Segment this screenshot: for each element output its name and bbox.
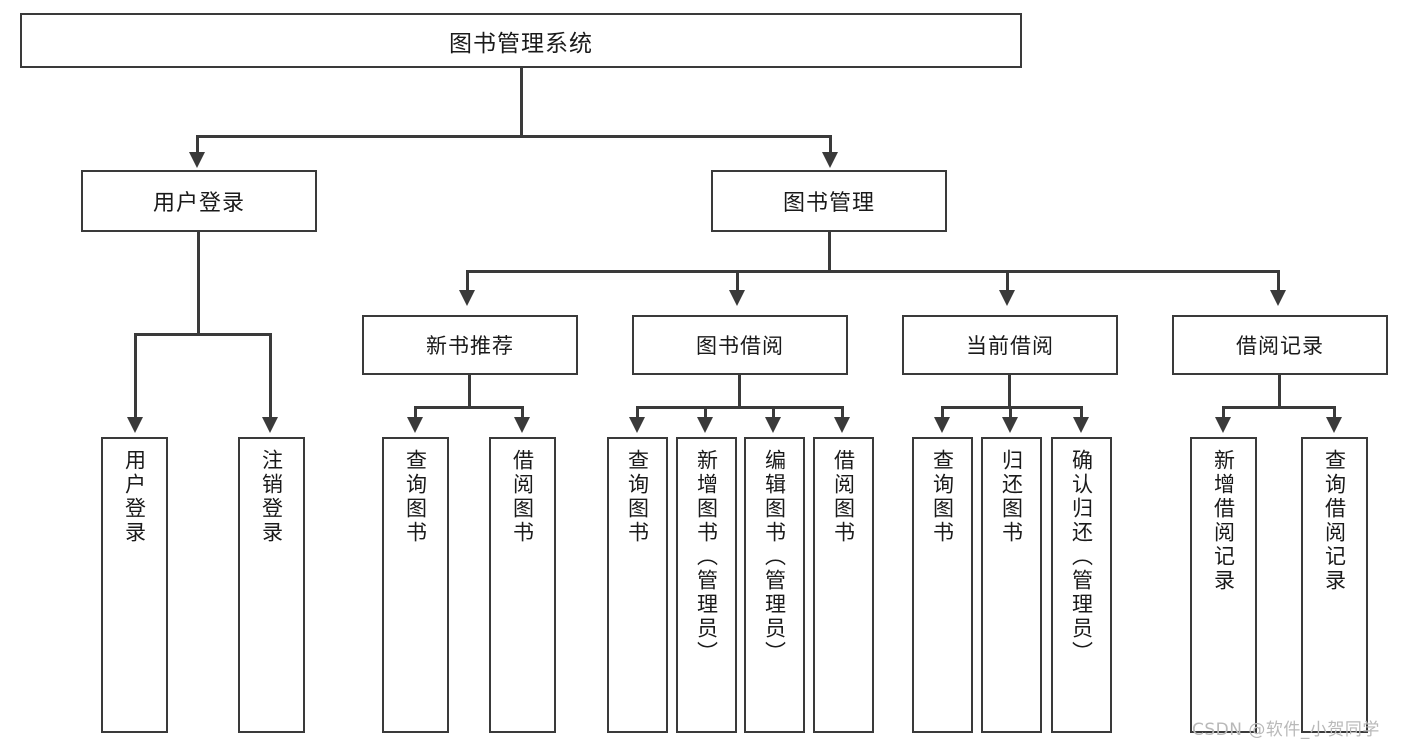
arrowhead-leaf-book-borrow-3 bbox=[765, 417, 781, 433]
leaf-book-borrow-1[interactable]: 查询图书 bbox=[607, 437, 668, 733]
arrowhead-book-borrow bbox=[729, 290, 745, 306]
leaf-book-borrow-4[interactable]: 借阅图书 bbox=[813, 437, 874, 733]
connector-current-borrow-drop-2 bbox=[1009, 406, 1012, 419]
arrowhead-leaf-current-borrow-2 bbox=[1002, 417, 1018, 433]
node-book-borrow-label: 图书借阅 bbox=[696, 334, 784, 358]
connector-borrow-record-drop-1 bbox=[1222, 406, 1225, 419]
connector-current-borrow-stem bbox=[1008, 375, 1011, 408]
leaf-new-book-2[interactable]: 借阅图书 bbox=[489, 437, 556, 733]
connector-user-login-drop-1 bbox=[134, 333, 137, 419]
arrowhead-user-login bbox=[189, 152, 205, 168]
leaf-current-borrow-2-label: 归还图书 bbox=[999, 449, 1024, 545]
leaf-book-borrow-2[interactable]: 新增图书（管理员） bbox=[676, 437, 737, 733]
leaf-new-book-2-label: 借阅图书 bbox=[510, 449, 535, 545]
connector-level2-bus bbox=[196, 135, 832, 138]
connector-to-current-borrow bbox=[1006, 270, 1009, 292]
leaf-current-borrow-3-label: 确认归还（管理员） bbox=[1069, 449, 1094, 665]
arrowhead-leaf-new-book-1 bbox=[407, 417, 423, 433]
arrowhead-leaf-borrow-record-2 bbox=[1326, 417, 1342, 433]
connector-book-borrow-bus bbox=[636, 406, 844, 409]
connector-level3-bus bbox=[466, 270, 1280, 273]
node-book-manage[interactable]: 图书管理 bbox=[711, 170, 947, 232]
connector-root-stem bbox=[520, 68, 523, 135]
node-book-borrow[interactable]: 图书借阅 bbox=[632, 315, 848, 375]
leaf-borrow-record-1[interactable]: 新增借阅记录 bbox=[1190, 437, 1257, 733]
node-user-login-label: 用户登录 bbox=[152, 191, 245, 216]
node-current-borrow-label: 当前借阅 bbox=[966, 334, 1054, 358]
arrowhead-leaf-book-borrow-1 bbox=[629, 417, 645, 433]
connector-new-book-drop-2 bbox=[521, 406, 524, 419]
node-user-login[interactable]: 用户登录 bbox=[81, 170, 317, 232]
leaf-new-book-1-label: 查询图书 bbox=[403, 449, 428, 545]
node-borrow-record[interactable]: 借阅记录 bbox=[1172, 315, 1388, 375]
node-book-manage-label: 图书管理 bbox=[782, 191, 875, 216]
node-borrow-record-label: 借阅记录 bbox=[1236, 334, 1324, 358]
leaf-book-borrow-3-label: 编辑图书（管理员） bbox=[762, 449, 787, 665]
node-new-book-recommend[interactable]: 新书推荐 bbox=[362, 315, 578, 375]
connector-to-borrow-record bbox=[1277, 270, 1280, 292]
leaf-user-login-1[interactable]: 用户登录 bbox=[101, 437, 168, 733]
leaf-book-borrow-2-label: 新增图书（管理员） bbox=[694, 449, 719, 665]
leaf-book-borrow-1-label: 查询图书 bbox=[625, 449, 650, 545]
connector-new-book-drop-1 bbox=[414, 406, 417, 419]
arrowhead-leaf-current-borrow-3 bbox=[1073, 417, 1089, 433]
connector-current-borrow-bus bbox=[941, 406, 1083, 409]
node-current-borrow[interactable]: 当前借阅 bbox=[902, 315, 1118, 375]
leaf-new-book-1[interactable]: 查询图书 bbox=[382, 437, 449, 733]
connector-to-book-manage bbox=[829, 135, 832, 154]
node-new-book-recommend-label: 新书推荐 bbox=[426, 334, 514, 358]
leaf-user-login-1-label: 用户登录 bbox=[122, 449, 147, 545]
arrowhead-new-book bbox=[459, 290, 475, 306]
leaf-current-borrow-2[interactable]: 归还图书 bbox=[981, 437, 1042, 733]
connector-borrow-record-stem bbox=[1278, 375, 1281, 408]
connector-book-borrow-drop-4 bbox=[841, 406, 844, 419]
connector-to-book-borrow bbox=[736, 270, 739, 292]
arrowhead-leaf-user-login-2 bbox=[262, 417, 278, 433]
leaf-current-borrow-3[interactable]: 确认归还（管理员） bbox=[1051, 437, 1112, 733]
leaf-user-login-2-label: 注销登录 bbox=[259, 449, 284, 545]
connector-new-book-bus bbox=[414, 406, 524, 409]
connector-new-book-stem bbox=[468, 375, 471, 408]
arrowhead-book-manage bbox=[822, 152, 838, 168]
arrowhead-leaf-user-login-1 bbox=[127, 417, 143, 433]
connector-user-login-bus bbox=[134, 333, 272, 336]
connector-book-borrow-stem bbox=[738, 375, 741, 408]
connector-book-borrow-drop-2 bbox=[704, 406, 707, 419]
connector-user-login-drop-2 bbox=[269, 333, 272, 419]
connector-book-borrow-drop-1 bbox=[636, 406, 639, 419]
arrowhead-leaf-book-borrow-4 bbox=[834, 417, 850, 433]
arrowhead-leaf-book-borrow-2 bbox=[697, 417, 713, 433]
leaf-current-borrow-1-label: 查询图书 bbox=[930, 449, 955, 545]
arrowhead-borrow-record bbox=[1270, 290, 1286, 306]
leaf-book-borrow-4-label: 借阅图书 bbox=[831, 449, 856, 545]
node-root-system[interactable]: 图书管理系统 bbox=[20, 13, 1022, 68]
connector-to-new-book bbox=[466, 270, 469, 292]
arrowhead-leaf-current-borrow-1 bbox=[934, 417, 950, 433]
connector-borrow-record-bus bbox=[1222, 406, 1336, 409]
node-root-label: 图书管理系统 bbox=[449, 30, 593, 57]
leaf-borrow-record-2[interactable]: 查询借阅记录 bbox=[1301, 437, 1368, 733]
connector-current-borrow-drop-3 bbox=[1080, 406, 1083, 419]
csdn-watermark: CSDN @软件_小贺同学 bbox=[1192, 720, 1380, 740]
connector-book-borrow-drop-3 bbox=[772, 406, 775, 419]
leaf-borrow-record-2-label: 查询借阅记录 bbox=[1322, 449, 1347, 593]
connector-current-borrow-drop-1 bbox=[941, 406, 944, 419]
connector-user-login-stem bbox=[197, 232, 200, 335]
arrowhead-leaf-new-book-2 bbox=[514, 417, 530, 433]
connector-borrow-record-drop-2 bbox=[1333, 406, 1336, 419]
leaf-borrow-record-1-label: 新增借阅记录 bbox=[1211, 449, 1236, 593]
connector-to-user-login bbox=[196, 135, 199, 154]
arrowhead-leaf-borrow-record-1 bbox=[1215, 417, 1231, 433]
arrowhead-current-borrow bbox=[999, 290, 1015, 306]
leaf-book-borrow-3[interactable]: 编辑图书（管理员） bbox=[744, 437, 805, 733]
leaf-user-login-2[interactable]: 注销登录 bbox=[238, 437, 305, 733]
connector-book-manage-stem bbox=[828, 232, 831, 272]
leaf-current-borrow-1[interactable]: 查询图书 bbox=[912, 437, 973, 733]
